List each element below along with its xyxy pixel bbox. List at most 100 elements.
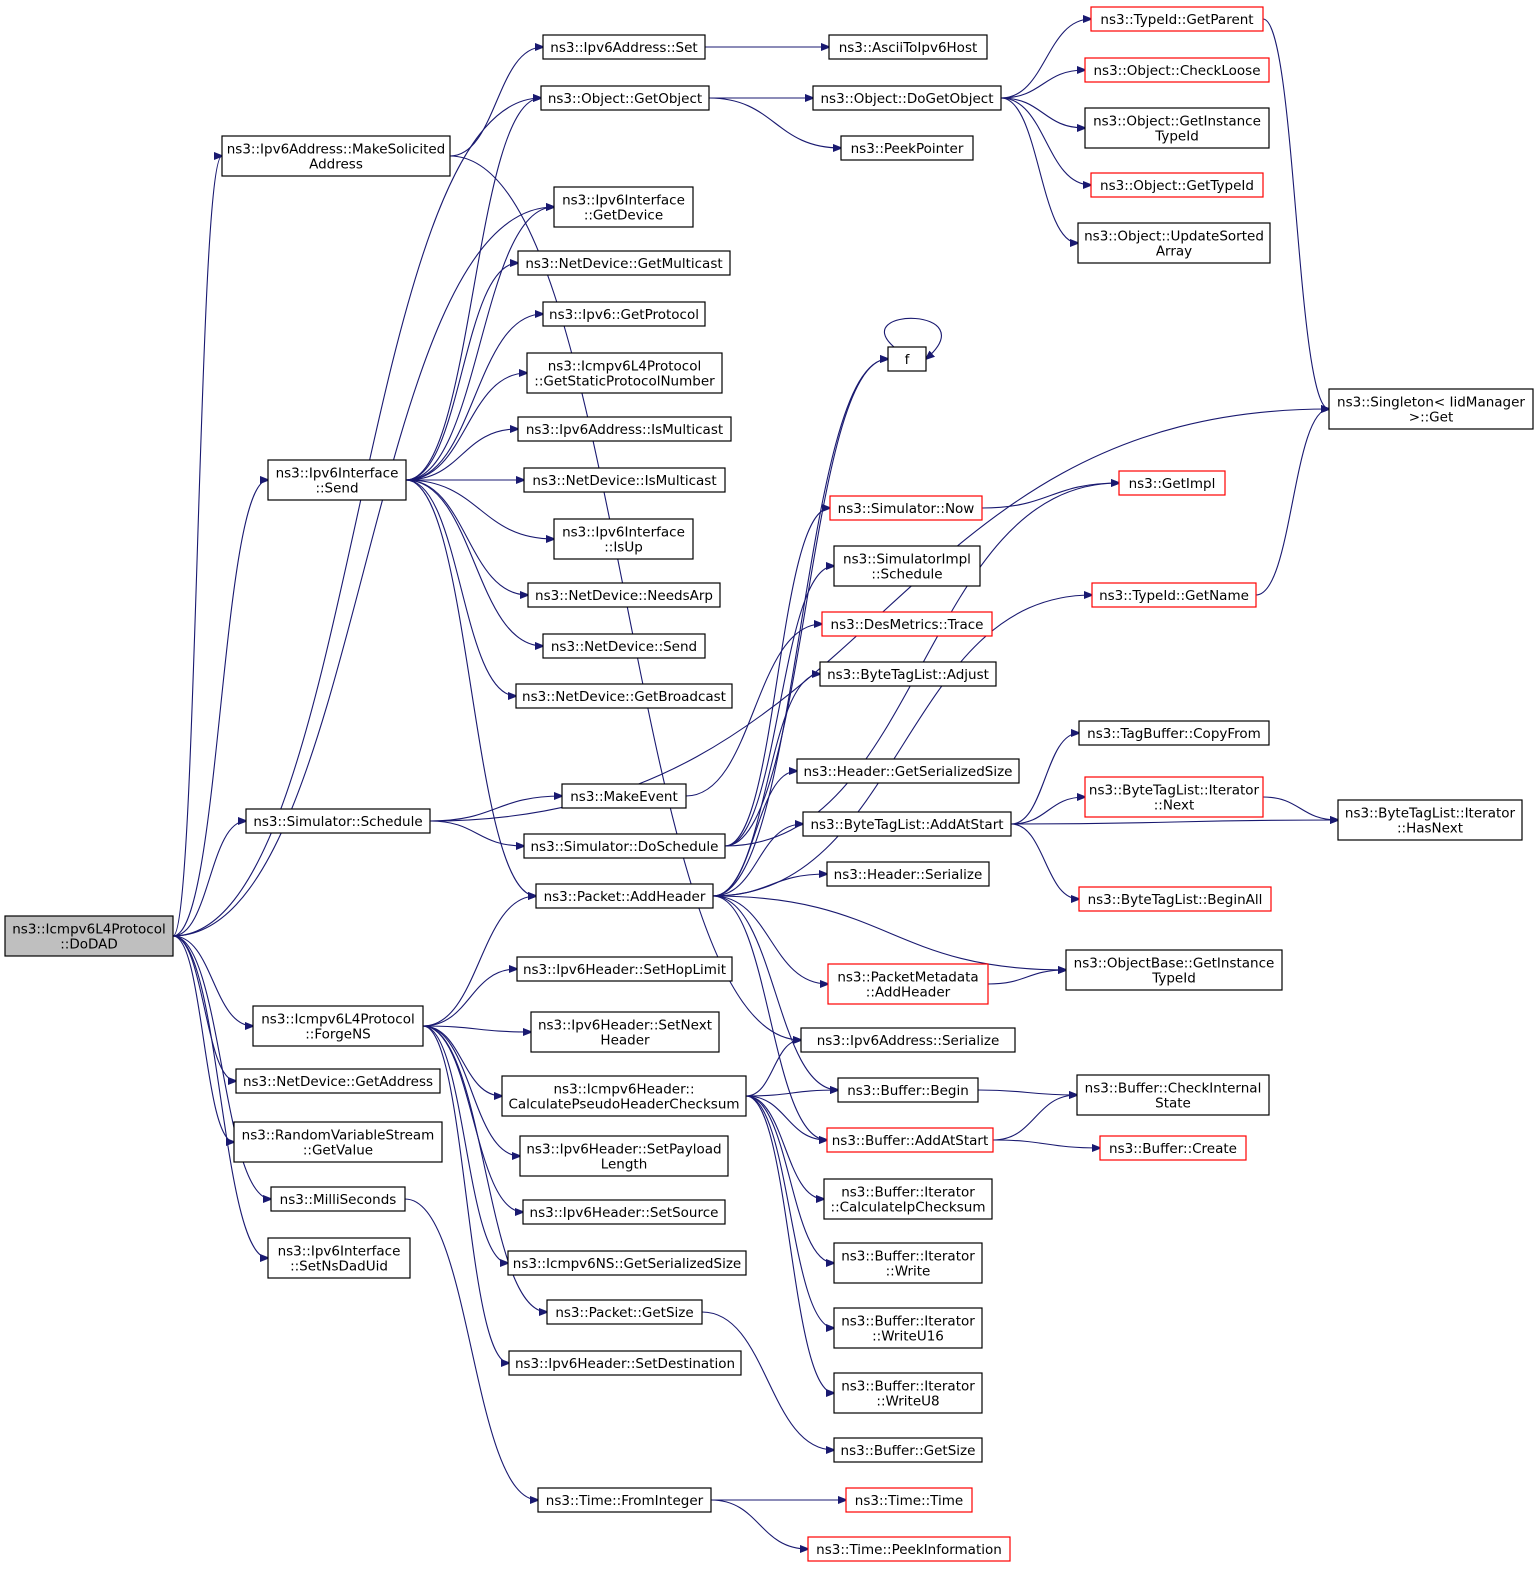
node-peekPointer[interactable]: ns3::PeekPointer xyxy=(840,135,974,161)
node-ndGetMulticast[interactable]: ns3::NetDevice::GetMulticast xyxy=(517,250,731,276)
node-simImplSchedule[interactable]: ns3::SimulatorImpl::Schedule xyxy=(833,545,981,587)
node-ifIsUp[interactable]: ns3::Ipv6Interface::IsUp xyxy=(553,518,694,560)
edge-line xyxy=(701,1311,834,1450)
node-label: ns3::Ipv6Address::Serialize xyxy=(817,1033,1000,1049)
node-typeGetParent[interactable]: ns3::TypeId::GetParent xyxy=(1090,6,1264,32)
edge-objDoGetObject-to-objCheckLoose xyxy=(1000,70,1085,99)
node-ifSend[interactable]: ns3::Ipv6Interface::Send xyxy=(267,459,407,501)
node-ndIsMulticast[interactable]: ns3::NetDevice::IsMulticast xyxy=(523,467,726,493)
node-label: ns3::Ipv6Header::SetNext xyxy=(538,1018,712,1034)
edge-forgeNS-to-setDestination xyxy=(422,1025,509,1363)
node-f[interactable]: f xyxy=(887,346,927,372)
node-calcPseudo[interactable]: ns3::Icmpv6Header::CalculatePseudoHeader… xyxy=(501,1075,747,1117)
node-pktAddHeader[interactable]: ns3::Packet::AddHeader xyxy=(535,883,714,909)
node-setNsDadUid[interactable]: ns3::Ipv6Interface::SetNsDadUid xyxy=(267,1237,411,1279)
node-label: ::GetValue xyxy=(303,1143,373,1159)
edge-milliSeconds-to-timeFromInteger xyxy=(404,1198,538,1500)
node-bufAddAtStart[interactable]: ns3::Buffer::AddAtStart xyxy=(826,1127,994,1153)
node-label: ns3::Object::UpdateSorted xyxy=(1084,229,1264,245)
node-addrSerialize[interactable]: ns3::Ipv6Address::Serialize xyxy=(800,1027,1016,1053)
node-rvsGetValue[interactable]: ns3::RandomVariableStream::GetValue xyxy=(233,1121,443,1163)
node-label: ::GetDevice xyxy=(584,208,663,224)
node-setDestination[interactable]: ns3::Ipv6Header::SetDestination xyxy=(508,1350,742,1376)
node-setSource[interactable]: ns3::Ipv6Header::SetSource xyxy=(522,1199,726,1225)
node-setHopLimit[interactable]: ns3::Ipv6Header::SetHopLimit xyxy=(516,956,733,982)
edge-forgeNS-to-nsGetSerSize xyxy=(422,1025,508,1263)
node-ipv6GetProtocol[interactable]: ns3::Ipv6::GetProtocol xyxy=(542,301,706,327)
node-desTrace[interactable]: ns3::DesMetrics::Trace xyxy=(821,611,993,637)
node-simNow[interactable]: ns3::Simulator::Now xyxy=(829,495,983,521)
node-simSchedule[interactable]: ns3::Simulator::Schedule xyxy=(245,808,431,834)
node-bufBegin[interactable]: ns3::Buffer::Begin xyxy=(837,1077,979,1103)
node-dodad[interactable]: ns3::Icmpv6L4Protocol::DoDAD xyxy=(4,915,174,957)
node-ndGetAddress[interactable]: ns3::NetDevice::GetAddress xyxy=(235,1068,441,1094)
node-asciiToIpv6[interactable]: ns3::AsciiToIpv6Host xyxy=(828,34,988,60)
node-box xyxy=(508,1350,742,1376)
node-objDoGetObject[interactable]: ns3::Object::DoGetObject xyxy=(812,85,1002,111)
node-label: ns3::Ipv6Header::SetSource xyxy=(530,1205,719,1221)
node-label: ::GetStaticProtocolNumber xyxy=(534,374,715,390)
node-timeFromInteger[interactable]: ns3::Time::FromInteger xyxy=(537,1487,712,1513)
node-ifGetDevice[interactable]: ns3::Ipv6Interface::GetDevice xyxy=(553,186,694,228)
node-objGetTypeId[interactable]: ns3::Object::GetTypeId xyxy=(1090,172,1264,198)
node-itCalcIp[interactable]: ns3::Buffer::Iterator::CalculateIpChecks… xyxy=(823,1178,993,1220)
edge-line xyxy=(405,207,554,481)
node-forgeNS[interactable]: ns3::Icmpv6L4Protocol::ForgeNS xyxy=(252,1005,424,1047)
node-label: ns3::NetDevice::IsMulticast xyxy=(532,473,716,489)
node-bufCreate[interactable]: ns3::Buffer::Create xyxy=(1099,1135,1247,1161)
node-ndGetBroadcast[interactable]: ns3::NetDevice::GetBroadcast xyxy=(515,683,733,709)
edge-line xyxy=(1262,796,1338,820)
node-tbCopyFrom[interactable]: ns3::TagBuffer::CopyFrom xyxy=(1078,720,1270,746)
node-typeGetName[interactable]: ns3::TypeId::GetName xyxy=(1091,582,1257,608)
node-milliSeconds[interactable]: ns3::MilliSeconds xyxy=(270,1186,406,1212)
edge-btlAddAtStart-to-btlBeginAll xyxy=(1010,823,1079,899)
edge-ifSend-to-ifGetDevice xyxy=(405,207,554,481)
node-simDoSchedule[interactable]: ns3::Simulator::DoSchedule xyxy=(523,833,726,859)
node-box xyxy=(270,1186,406,1212)
edge-line xyxy=(708,97,841,148)
edge-pktAddHeader-to-bufBegin xyxy=(712,895,838,1090)
node-singletonGet[interactable]: ns3::Singleton< IidManager>::Get xyxy=(1328,388,1534,430)
node-makeEvent[interactable]: ns3::MakeEvent xyxy=(561,783,687,809)
node-btlItNext[interactable]: ns3::ByteTagList::Iterator::Next xyxy=(1084,776,1264,818)
node-timePeekInfo[interactable]: ns3::Time::PeekInformation xyxy=(807,1536,1011,1562)
node-label: ns3::Packet::AddHeader xyxy=(544,889,706,905)
node-itWriteU8[interactable]: ns3::Buffer::Iterator::WriteU8 xyxy=(833,1372,983,1414)
node-pmAddHeader[interactable]: ns3::PacketMetadata::AddHeader xyxy=(827,963,989,1005)
edge-line xyxy=(884,317,942,359)
edge-line xyxy=(172,935,268,1258)
node-box xyxy=(1090,6,1264,32)
node-bufGetSize[interactable]: ns3::Buffer::GetSize xyxy=(833,1437,983,1463)
node-nsGetSerSize[interactable]: ns3::Icmpv6NS::GetSerializedSize xyxy=(507,1250,747,1276)
node-hdrGetSerSize[interactable]: ns3::Header::GetSerializedSize xyxy=(796,758,1020,784)
node-itWriteU16[interactable]: ns3::Buffer::Iterator::WriteU16 xyxy=(833,1307,983,1349)
node-ipv6AddrSet[interactable]: ns3::Ipv6Address::Set xyxy=(542,34,706,60)
edge-line xyxy=(712,895,1066,970)
node-btlAdjust[interactable]: ns3::ByteTagList::Adjust xyxy=(819,661,997,687)
node-btlItHasNext[interactable]: ns3::ByteTagList::Iterator::HasNext xyxy=(1337,799,1523,841)
node-objGetObject[interactable]: ns3::Object::GetObject xyxy=(540,85,710,111)
node-box xyxy=(522,1199,726,1225)
node-hdrSerialize[interactable]: ns3::Header::Serialize xyxy=(826,861,990,887)
node-timeTime[interactable]: ns3::Time::Time xyxy=(845,1487,973,1513)
node-btlAddAtStart[interactable]: ns3::ByteTagList::AddAtStart xyxy=(802,811,1012,837)
node-ndNeedsArp[interactable]: ns3::NetDevice::NeedsArp xyxy=(527,582,721,608)
node-getImpl[interactable]: ns3::GetImpl xyxy=(1118,470,1226,496)
node-box xyxy=(523,467,726,493)
node-pktGetSize[interactable]: ns3::Packet::GetSize xyxy=(546,1299,703,1325)
node-getStaticProto[interactable]: ns3::Icmpv6L4Protocol::GetStaticProtocol… xyxy=(526,352,723,394)
node-itWrite[interactable]: ns3::Buffer::Iterator::Write xyxy=(833,1242,983,1284)
node-objCheckLoose[interactable]: ns3::Object::CheckLoose xyxy=(1084,57,1270,83)
node-addrIsMulticast[interactable]: ns3::Ipv6Address::IsMulticast xyxy=(517,416,732,442)
node-ndSend[interactable]: ns3::NetDevice::Send xyxy=(542,633,706,659)
node-btlBeginAll[interactable]: ns3::ByteTagList::BeginAll xyxy=(1078,886,1272,912)
node-box xyxy=(553,518,694,560)
node-label: ns3::MakeEvent xyxy=(570,789,678,805)
